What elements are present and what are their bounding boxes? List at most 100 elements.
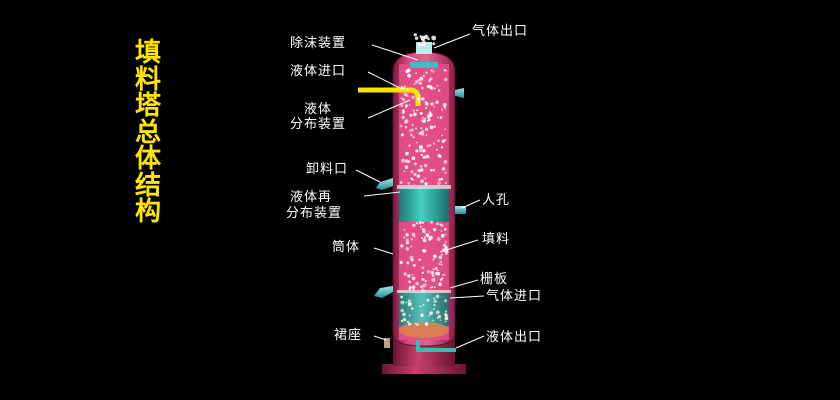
packing-particle — [444, 314, 448, 317]
packing-particle — [433, 297, 435, 300]
packing-particle — [421, 288, 425, 293]
packing-particle — [440, 230, 443, 232]
leader-liquid-inlet — [367, 71, 401, 89]
packing-particle — [407, 274, 411, 278]
packing-particle — [419, 305, 422, 308]
packing-particle — [407, 263, 409, 265]
manhole-nozzle — [455, 206, 466, 214]
packing-particle — [438, 178, 442, 181]
packing-particle — [439, 116, 443, 119]
packing-particle — [410, 245, 413, 248]
gas-plume-particle — [431, 35, 437, 41]
packing-particle — [412, 136, 415, 139]
packing-particle — [434, 267, 438, 270]
packing-particle — [436, 84, 439, 87]
packing-particle — [422, 303, 425, 306]
packing-particle — [429, 125, 434, 130]
packing-particle — [405, 151, 409, 155]
packing-particle — [418, 145, 423, 150]
title-char: 料 — [134, 64, 161, 95]
packing-particle — [408, 286, 412, 290]
packing-particle — [442, 103, 447, 107]
packing-particle — [425, 154, 430, 159]
packing-particle — [406, 88, 409, 91]
packing-particle — [405, 238, 409, 242]
packing-particle — [416, 323, 419, 326]
packing-particle — [429, 144, 432, 147]
packing-particle — [444, 241, 447, 243]
packing-particle — [420, 285, 424, 289]
packing-particle — [424, 322, 429, 326]
label-gas-inlet: 气体进口 — [486, 289, 543, 304]
packing-particle — [430, 102, 434, 106]
leader-liquid-outlet — [455, 335, 485, 349]
packing-particle — [428, 231, 431, 233]
packing-particle — [435, 148, 438, 151]
packing-particle — [402, 109, 405, 112]
label-redistributor-1: 液体再 — [290, 190, 333, 205]
packing-particle — [403, 170, 406, 173]
packing-particle — [400, 308, 405, 313]
packing-particle — [415, 80, 419, 84]
packing-particle — [400, 97, 403, 100]
packing-particle — [419, 225, 422, 228]
title-char: 构 — [134, 197, 161, 227]
packing-particle — [423, 163, 428, 168]
label-liquid-inlet: 液体进口 — [290, 64, 347, 79]
packing-particle — [411, 95, 415, 99]
packing-particle — [419, 112, 423, 115]
packing-particle — [424, 182, 428, 186]
packing-particle — [415, 222, 419, 225]
packing-particle — [420, 153, 423, 157]
leader-packing — [439, 239, 479, 253]
packing-particle — [430, 169, 433, 172]
packing-particle — [400, 300, 405, 305]
label-distributor-1: 液体 — [304, 102, 333, 117]
gas-plume-particle — [432, 42, 436, 46]
packing-particle — [403, 236, 406, 239]
packing-particle — [406, 320, 410, 324]
packing-particle — [412, 285, 416, 289]
packing-particle — [418, 94, 421, 97]
packing-particle — [432, 142, 436, 145]
packing-particle — [408, 322, 412, 326]
packing-particle — [425, 71, 428, 75]
packing-particle — [419, 76, 424, 81]
packing-particle — [436, 269, 439, 272]
packing-particle — [400, 133, 404, 137]
packing-particle — [415, 281, 419, 286]
packing-particle — [418, 221, 422, 225]
packing-particle — [414, 322, 417, 325]
packing-particle — [438, 255, 443, 260]
packing-particle — [402, 111, 405, 114]
packing-particle — [403, 87, 406, 90]
packing-particle — [443, 106, 447, 109]
gas-plume-particle — [414, 36, 419, 40]
packing-particle — [420, 127, 423, 130]
label-skirt: 裙座 — [334, 328, 363, 343]
packing-particle — [400, 86, 404, 90]
packing-particle — [435, 100, 439, 104]
top-right-nozzle — [455, 88, 464, 98]
diagram-title: 填 料 塔 总 体 结 构 — [128, 40, 168, 226]
packing-particle — [444, 316, 449, 321]
packing-particle — [416, 109, 419, 112]
packing-particle — [436, 271, 441, 276]
packing-particle — [404, 165, 409, 169]
packing-particle — [444, 138, 447, 142]
packing-particle — [428, 113, 432, 118]
packing-particle — [415, 72, 418, 75]
packing-particle — [402, 312, 406, 317]
packing-particle — [402, 98, 405, 101]
packing-particle — [424, 280, 427, 283]
packing-particle — [444, 171, 447, 174]
packing-particle — [420, 86, 424, 90]
packing-particle — [436, 237, 441, 241]
title-char: 总 — [134, 117, 161, 148]
packing-particle — [443, 227, 447, 231]
packing-particle — [432, 70, 435, 73]
packing-particle — [424, 127, 429, 131]
packing-particle — [400, 295, 403, 299]
